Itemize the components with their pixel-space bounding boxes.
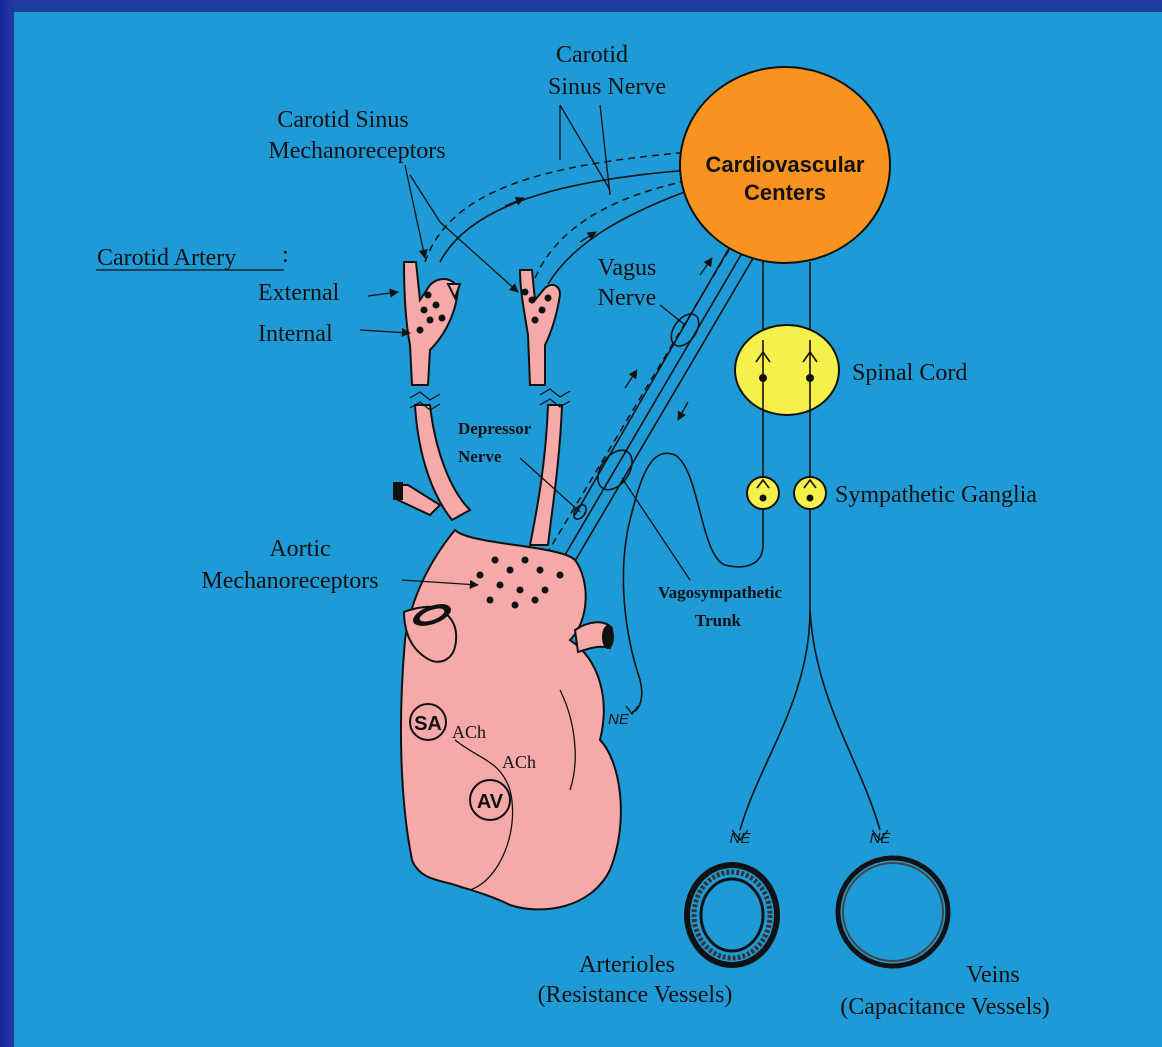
cv-centers-label-2: Centers [744,180,826,205]
carotid-sinus-nerve-label-2: Sinus Nerve [548,74,666,100]
spinal-cord [735,325,839,415]
vagosympathetic-label-1: Vagosympathetic [658,583,782,602]
vagus-nerve-label-2: Nerve [598,285,657,311]
carotid-sinus-nerve-label-1: Carotid [556,42,628,68]
arterioles-label-2: (Resistance Vessels) [538,982,733,1008]
arterioles [687,865,777,965]
depressor-nerve-label-2: Nerve [458,447,502,466]
ne-arterioles-label: NE [730,830,752,847]
pointer-lines [96,105,690,585]
aortic-mech-label-2: Mechanoreceptors [201,568,378,594]
av-node-label: AV [477,791,504,813]
vagus-nerve-label-1: Vagus [598,255,657,281]
ganglion-right [794,477,826,509]
spinal-cord-label: Spinal Cord [852,360,967,386]
carotid-sinus-mech-label-1: Carotid Sinus [277,107,408,133]
vagosympathetic-label-2: Trunk [695,611,742,630]
veins [838,858,948,966]
ne-veins-label: NE [870,830,892,847]
sympathetic-ganglia-label: Sympathetic Ganglia [835,482,1037,508]
cv-centers-label-1: Cardiovascular [706,152,865,177]
external-label: External [258,280,340,306]
internal-label: Internal [258,321,333,347]
carotid-artery-label: Carotid Artery [97,245,236,271]
ne-heart-label: NE [608,711,630,728]
sympathetic-to-veins [810,610,880,830]
sa-node-label: SA [414,713,442,735]
carotid-sinus-nerve-left [425,152,690,262]
carotid-sinus-mech-label-2: Mechanoreceptors [268,138,445,164]
ach-label-1: ACh [452,722,486,742]
arterioles-label-1: Arterioles [579,952,675,978]
carotid-artery-colon: : [282,242,289,268]
carotid-artery-left [393,262,470,520]
veins-label-1: Veins [966,962,1019,988]
ganglion-left [747,477,779,509]
ach-label-2: ACh [502,752,536,772]
veins-label-2: (Capacitance Vessels) [840,994,1049,1020]
aortic-mech-label-1: Aortic [269,536,330,562]
sympathetic-to-heart [623,262,763,712]
depressor-nerve-label-1: Depressor [458,419,532,438]
carotid-artery-right [520,270,562,545]
